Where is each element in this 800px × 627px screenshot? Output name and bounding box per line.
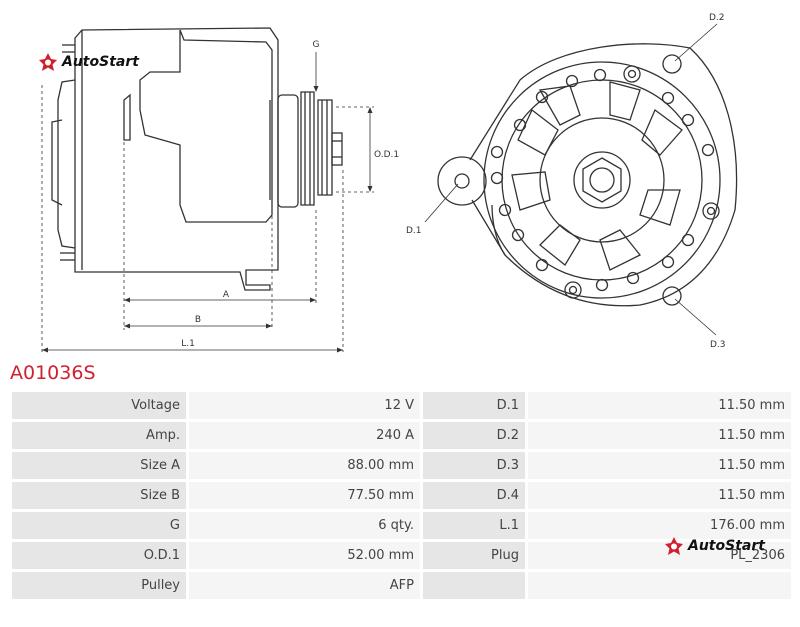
spec-label: G [12,512,186,539]
spec-value [528,572,791,599]
spec-label: O.D.1 [12,542,186,569]
spec-label: Pulley [12,572,186,599]
spec-label: Size A [12,452,186,479]
spec-value: 52.00 mm [189,542,420,569]
spec-table: Voltage 12 V D.1 11.50 mm Amp. 240 A D.2… [9,389,794,602]
label-d1: D.1 [406,226,422,236]
spec-value: 176.00 mm [528,512,791,539]
label-b: B [195,315,201,325]
table-row: Amp. 240 A D.2 11.50 mm [12,422,791,449]
brand-logo: AutoStart [38,52,139,72]
spec-value: 12 V [189,392,420,419]
spec-label: Voltage [12,392,186,419]
spec-label: Plug [423,542,525,569]
spec-label: D.1 [423,392,525,419]
brand-logo-watermark: AutoStart [664,536,765,556]
alternator-front-view [437,43,738,307]
table-row: Size A 88.00 mm D.3 11.50 mm [12,452,791,479]
spec-label: D.3 [423,452,525,479]
brand-star-icon [39,53,57,71]
table-row: O.D.1 52.00 mm Plug PL_2306 [12,542,791,569]
label-od1: O.D.1 [374,150,399,160]
spec-label: D.2 [423,422,525,449]
label-d3: D.3 [710,340,726,350]
technical-drawing: G O.D.1 A B L.1 D.1 D.2 D.3 [41,13,738,353]
label-a: A [223,290,230,300]
brand-name: AutoStart [688,538,765,554]
spec-label: Size B [12,482,186,509]
spec-value: 6 qty. [189,512,420,539]
spec-value: 11.50 mm [528,452,791,479]
spec-label: D.4 [423,482,525,509]
table-row: Size B 77.50 mm D.4 11.50 mm [12,482,791,509]
part-number: A01036S [10,362,96,384]
label-l1: L.1 [181,339,195,349]
spec-label [423,572,525,599]
spec-value: 11.50 mm [528,392,791,419]
spec-label: Amp. [12,422,186,449]
label-g: G [313,40,320,50]
spec-value: 77.50 mm [189,482,420,509]
spec-value: 240 A [189,422,420,449]
table-row: Pulley AFP [12,572,791,599]
table-row: G 6 qty. L.1 176.00 mm [12,512,791,539]
spec-value: 11.50 mm [528,482,791,509]
spec-value: PL_2306 [528,542,791,569]
spec-label: L.1 [423,512,525,539]
brand-name: AutoStart [62,54,139,70]
table-row: Voltage 12 V D.1 11.50 mm [12,392,791,419]
brand-star-icon [665,537,683,555]
spec-value: AFP [189,572,420,599]
label-d2: D.2 [709,13,725,23]
spec-value: 11.50 mm [528,422,791,449]
spec-value: 88.00 mm [189,452,420,479]
alternator-side-view [51,27,343,291]
